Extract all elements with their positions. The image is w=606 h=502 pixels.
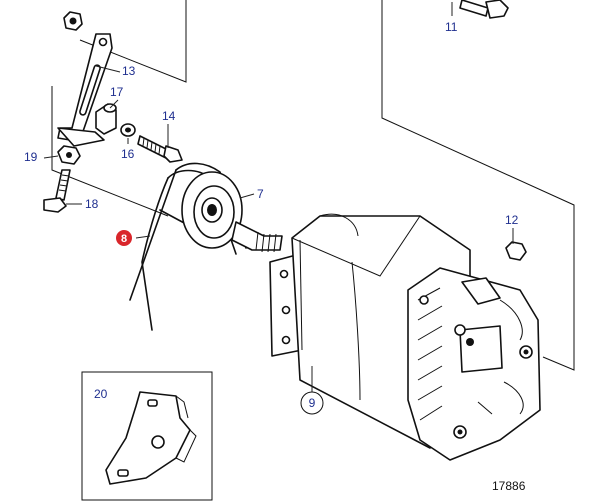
- callout-8: 8: [121, 233, 127, 245]
- leader-19: [43, 155, 59, 159]
- bolt-part-18: [43, 169, 71, 213]
- alternator-part-9: [269, 213, 541, 461]
- pulley-part-7: [181, 171, 243, 249]
- callout-9: 9: [309, 396, 316, 410]
- callout-11: 11: [445, 20, 458, 34]
- frame-top-left: [79, 0, 187, 83]
- spacer-part-17: [95, 103, 117, 135]
- alternator-shaft: [231, 221, 283, 253]
- nut-top: [63, 11, 83, 31]
- inset-bracket-part-20: [105, 391, 197, 485]
- callout-16: 16: [121, 147, 135, 161]
- callout-8-badge: 8: [116, 230, 132, 246]
- leader-7: [239, 193, 255, 199]
- callout-19: 19: [24, 150, 38, 164]
- callout-7: 7: [257, 187, 264, 201]
- inset-frame: [81, 371, 213, 501]
- callout-9-circle: 9: [300, 391, 324, 415]
- nut-part-19: [57, 145, 81, 165]
- figure-number: 17886: [492, 479, 526, 493]
- leader-8: [135, 235, 151, 239]
- bolt-part-14: [137, 135, 183, 163]
- callout-13: 13: [122, 64, 136, 78]
- frame-right: [381, 0, 575, 371]
- callout-14: 14: [162, 109, 176, 123]
- callout-17: 17: [110, 85, 124, 99]
- frame-left: [51, 86, 169, 217]
- nut-part-12: [505, 241, 527, 261]
- bracket-part-13: [57, 33, 113, 147]
- washer-part-16: [120, 123, 136, 137]
- bolt-part-11: [459, 0, 509, 19]
- callout-18: 18: [85, 197, 99, 211]
- callout-20: 20: [94, 387, 108, 401]
- leader-13: [95, 65, 121, 73]
- callout-12: 12: [505, 213, 519, 227]
- leader-17: [109, 99, 119, 109]
